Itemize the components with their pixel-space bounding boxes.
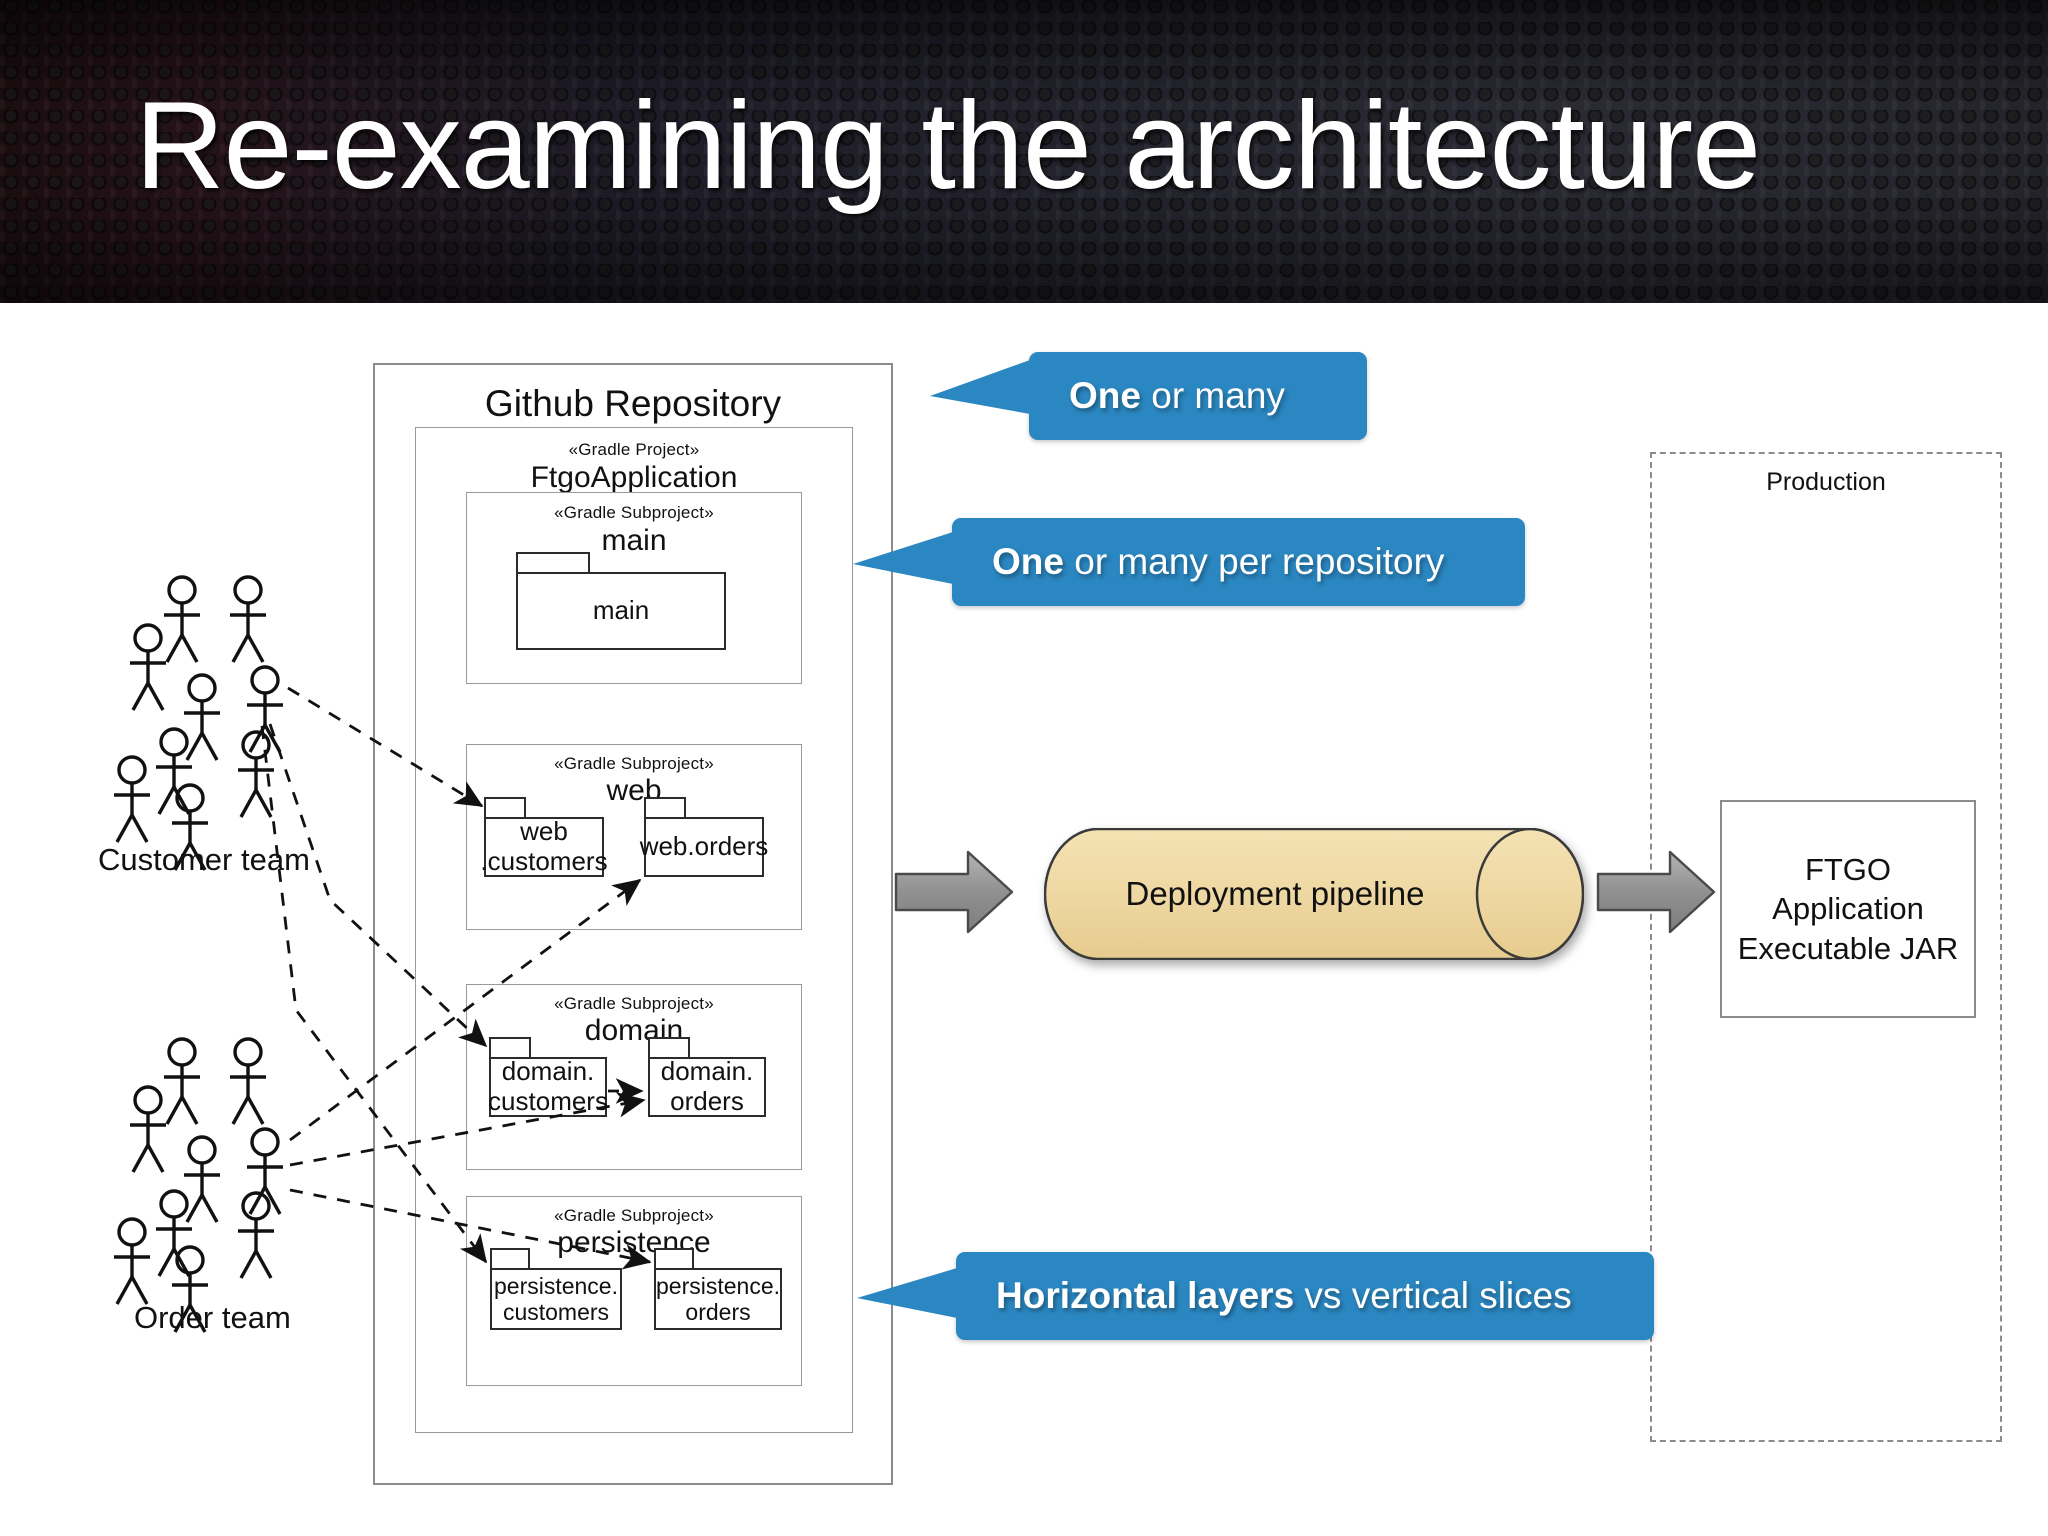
package-tab — [490, 1248, 530, 1270]
callout-rest: vs vertical slices — [1294, 1275, 1572, 1316]
package-tab — [516, 552, 590, 574]
package-persistence-customers: persistence.customers — [490, 1248, 622, 1330]
package-web-orders: web.orders — [640, 797, 768, 877]
package-tab — [644, 797, 686, 819]
production-label: Production — [1766, 468, 1886, 496]
package-persistence-orders: persistence.orders — [654, 1248, 782, 1330]
customer-team-label: Customer team — [98, 842, 310, 877]
slide-header: Re-examining the architecture — [0, 0, 2048, 303]
package-tab — [648, 1037, 690, 1059]
subproject-domain-stereotype: «Gradle Subproject» — [554, 994, 714, 1013]
callout-text: One or many — [1069, 375, 1285, 417]
page-title: Re-examining the architecture — [135, 77, 1761, 215]
package-body: domain.customers — [488, 1056, 608, 1117]
subproject-web-stereotype: «Gradle Subproject» — [554, 754, 714, 773]
callout-text: One or many per repository — [992, 541, 1444, 583]
package-domain-orders: domain.orders — [648, 1037, 766, 1117]
callout-rest: or many per repository — [1063, 541, 1445, 582]
package-web-orders-label: web.orders — [639, 831, 769, 862]
package-domain-customers-label: domain.customers — [488, 1056, 608, 1116]
package-body: web.orders — [640, 817, 768, 877]
package-tab — [654, 1248, 694, 1270]
order-team-label: Order team — [134, 1300, 291, 1335]
arrow-repo-to-pipeline — [894, 850, 1014, 934]
callout-one-or-many-per-repository: One or many per repository — [853, 518, 1525, 606]
cylinder-shape — [1043, 827, 1585, 961]
callout-tail — [853, 532, 953, 584]
production-box: Production — [1650, 452, 2002, 1442]
package-body: persistence.customers — [490, 1268, 622, 1330]
deployment-pipeline-label: Deployment pipeline — [1125, 875, 1425, 912]
package-persistence-customers-label: persistence.customers — [493, 1272, 618, 1325]
package-persistence-orders-label: persistence.orders — [656, 1272, 781, 1325]
package-body: persistence.orders — [654, 1268, 782, 1330]
subproject-persistence-stereotype: «Gradle Subproject» — [554, 1206, 714, 1225]
package-body: domain.orders — [648, 1056, 766, 1117]
package-domain-orders-label: domain.orders — [660, 1056, 754, 1116]
gradle-project-name: FtgoApplication — [530, 461, 738, 494]
callout-bold: One — [1069, 375, 1141, 416]
subproject-main-name: main — [601, 524, 667, 557]
callout-horizontal-layers: Horizontal layers vs vertical slices — [857, 1252, 1654, 1340]
callout-rest: or many — [1140, 375, 1285, 416]
callout-text: Horizontal layers vs vertical slices — [996, 1275, 1572, 1317]
package-web-customers: web.customers — [480, 797, 608, 877]
package-body: web.customers — [480, 816, 608, 877]
customer-team-figures — [112, 575, 285, 872]
callout-bold: Horizontal layers — [996, 1275, 1295, 1316]
package-main: main — [516, 552, 726, 650]
callout-bold: One — [992, 541, 1064, 582]
callout-tail — [857, 1268, 957, 1318]
github-repository-label: Github Repository — [484, 383, 782, 424]
deployment-pipeline-cylinder: Deployment pipeline — [1043, 827, 1585, 961]
package-domain-customers: domain.customers — [488, 1037, 608, 1117]
package-web-customers-label: web.customers — [480, 816, 608, 876]
order-team-figures — [112, 1037, 285, 1334]
package-main-label: main — [592, 595, 650, 626]
package-body: main — [516, 572, 726, 650]
callout-one-or-many: One or many — [930, 352, 1367, 440]
gradle-project-stereotype: «Gradle Project» — [568, 440, 700, 459]
subproject-main-stereotype: «Gradle Subproject» — [554, 503, 714, 522]
callout-tail — [930, 360, 1030, 414]
